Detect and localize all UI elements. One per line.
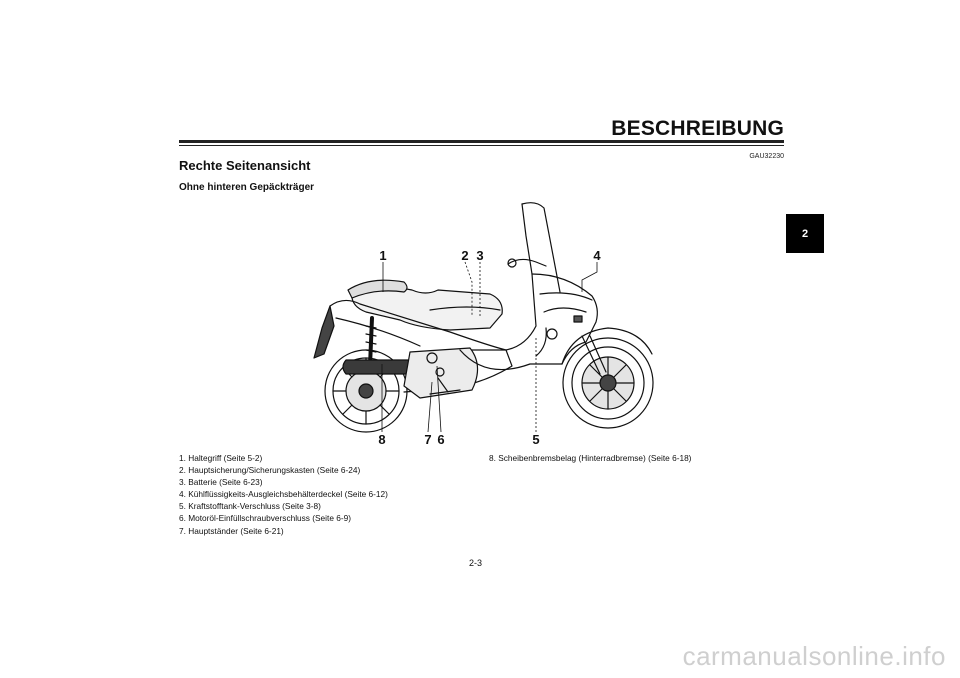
legend-item: 2. Hauptsicherung/Sicherungskasten (Seit… <box>179 465 361 476</box>
legend-left: 1. Haltegriff (Seite 5-2) 2. Hauptsicher… <box>179 452 388 537</box>
callout-3: 3 <box>476 248 483 263</box>
legend-item: 8. Scheibenbremsbelag (Hinterradbremse) … <box>489 453 692 463</box>
page-number: 2-3 <box>469 558 483 568</box>
callout-6: 6 <box>437 432 444 447</box>
legend-item: 5. Kraftstofftank-Verschluss (Seite 3-8) <box>179 501 321 512</box>
chapter-title: BESCHREIBUNG <box>611 117 784 140</box>
doc-code: GAU32230 <box>749 153 784 160</box>
callout-1: 1 <box>379 248 386 263</box>
legend-item: 4. Kühlflüssigkeits-Ausgleichsbehälterde… <box>179 489 388 500</box>
chapter-tab[interactable]: 2 <box>786 214 824 253</box>
legend-item: 6. Motoröl-Einfüllschraubverschluss (Sei… <box>179 513 351 524</box>
legend-item: 1. Haltegriff (Seite 5-2) <box>179 453 263 463</box>
legend-item: 7. Hauptständer (Seite 6-21) <box>179 525 284 536</box>
callout-7: 7 <box>424 432 431 447</box>
legend-right: 8. Scheibenbremsbelag (Hinterradbremse) … <box>489 452 691 464</box>
callout-2: 2 <box>461 248 468 263</box>
callout-8: 8 <box>378 432 385 447</box>
front-wheel <box>562 337 654 429</box>
callout-5: 5 <box>532 432 539 447</box>
watermark[interactable]: carmanualsonline.info <box>682 641 946 671</box>
header-rule-thin <box>179 145 784 146</box>
callout-4: 4 <box>593 248 601 263</box>
scooter-illustration: 1 2 3 4 5 6 7 8 <box>313 202 654 447</box>
subsection-title: Ohne hinteren Gepäckträger <box>179 182 315 193</box>
header-rule-thick <box>179 140 784 143</box>
section-title: Rechte Seitenansicht <box>179 158 311 173</box>
legend-item: 3. Batterie (Seite 6-23) <box>179 477 263 488</box>
